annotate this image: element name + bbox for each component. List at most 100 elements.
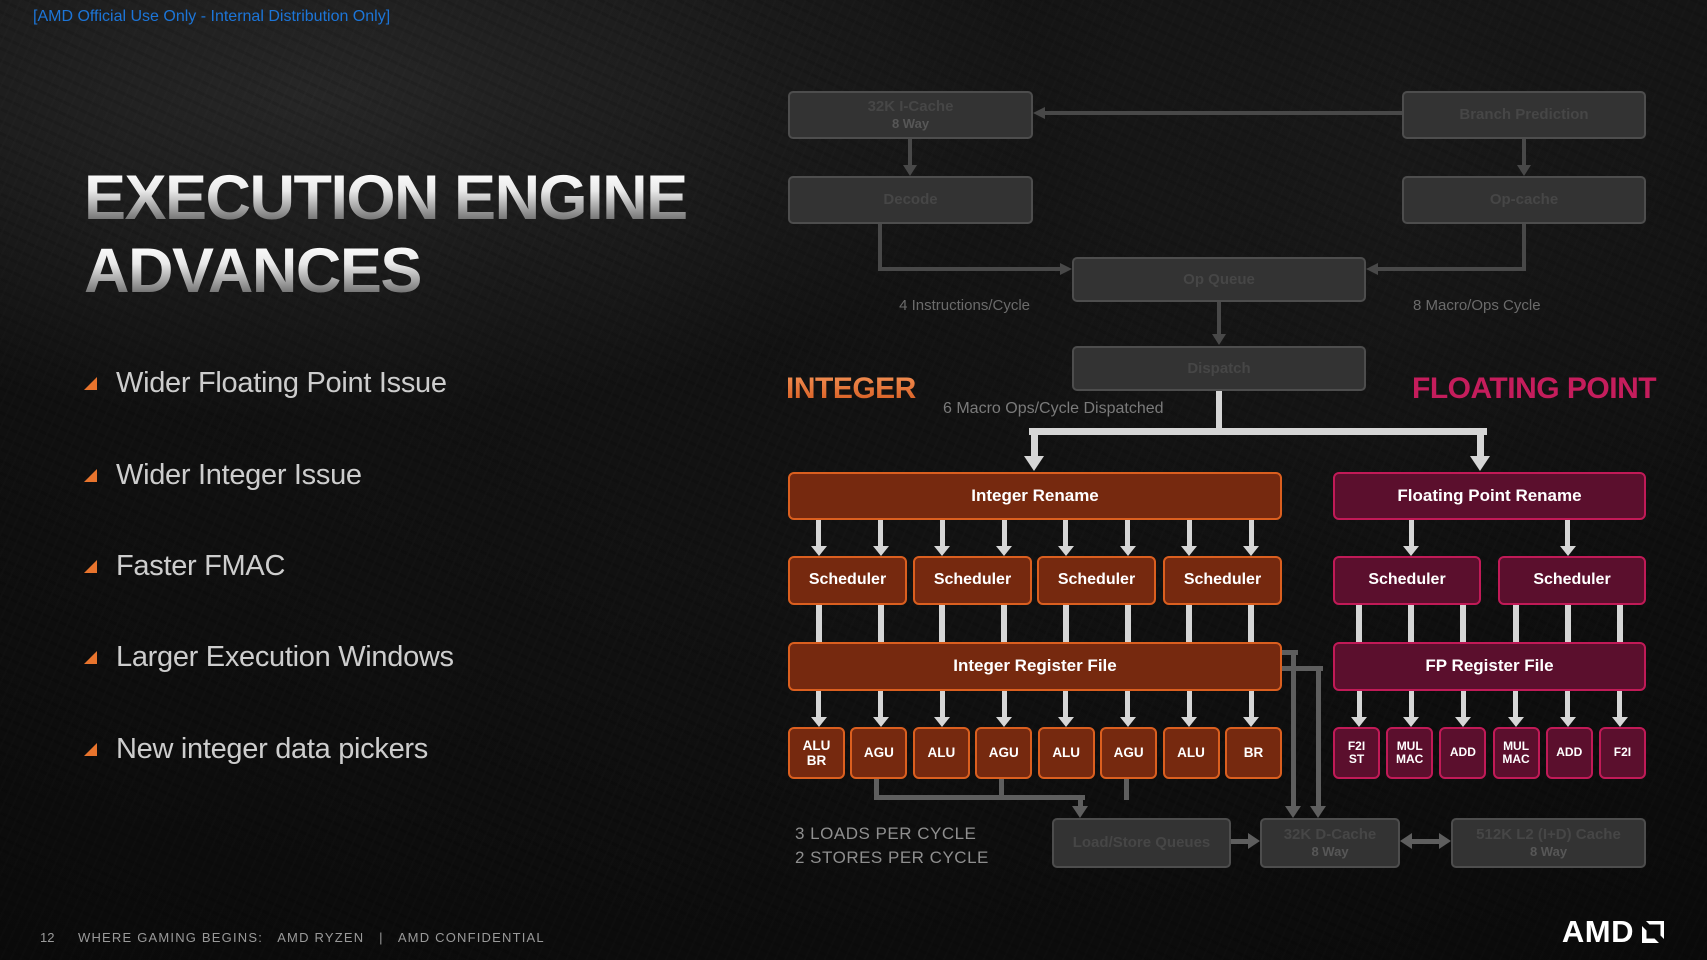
down-arrow [1610, 691, 1630, 727]
box-icache-subtitle: 8 Way [891, 116, 930, 132]
bullet-item: Faster FMAC [84, 549, 285, 583]
box-dcache: 32K D-Cache 8 Way [1260, 818, 1400, 868]
arrowhead-branchpred-to-opcache [1517, 165, 1531, 176]
down-bar [815, 605, 822, 642]
fp-exec-units-row: F2I ST MUL MAC ADD MUL MAC ADD F2I [1333, 727, 1646, 779]
box-op-queue-title: Op Queue [1183, 270, 1255, 288]
page-title-line2: ADVANCES [84, 236, 422, 306]
page-title-line1: EXECUTION ENGINE [84, 163, 688, 233]
down-arrow [1179, 691, 1199, 727]
unit-label: BR [806, 753, 827, 768]
box-opcache-title: Op-cache [1489, 191, 1559, 209]
bullet-triangle-icon [84, 743, 97, 756]
box-decode: Decode [788, 176, 1033, 224]
footer-tagline: WHERE GAMING BEGINS: AMD RYZEN | AMD CON… [78, 930, 555, 945]
arrowhead-to-fp-rename [1470, 456, 1490, 471]
box-load-store-queues: Load/Store Queues [1052, 818, 1231, 868]
unit-label: MUL [1396, 738, 1423, 753]
lsq-title: Load/Store Queues [1072, 834, 1211, 852]
bars-fp-schedulers-to-regfile [1333, 605, 1646, 642]
arrows-fp-rename-to-schedulers [1333, 520, 1646, 556]
arrowhead-l2-to-dcache [1400, 833, 1412, 849]
line-icache-to-decode [908, 139, 912, 165]
arrowhead-to-int-rename [1024, 456, 1044, 471]
unit-label: ST [1348, 752, 1365, 766]
unit-label: AGU [988, 745, 1019, 761]
dcache-title: 32K D-Cache [1283, 826, 1377, 844]
page-number: 12 [40, 930, 55, 945]
down-bar [1062, 605, 1069, 642]
down-arrow [1349, 691, 1369, 727]
scheduler-label: Scheduler [808, 571, 887, 589]
down-bar [1564, 605, 1571, 642]
arrows-int-regfile-to-units [788, 691, 1282, 727]
box-fp-rename: Floating Point Rename [1333, 472, 1646, 520]
unit-label: AGU [863, 745, 894, 761]
down-arrow [809, 691, 829, 727]
arrowhead-branchpred-to-icache [1033, 107, 1045, 119]
box-branch-prediction: Branch Prediction [1402, 91, 1646, 139]
box-fp-scheduler-2: Scheduler [1498, 556, 1646, 605]
section-label-floating-point: FLOATING POINT [1412, 372, 1657, 405]
dcache-subtitle: 8 Way [1311, 844, 1349, 860]
amd-logo-text: AMD [1561, 914, 1634, 949]
down-bar [1408, 605, 1415, 642]
amd-arrow-icon [1642, 921, 1664, 943]
unit-add: ADD [1545, 727, 1593, 779]
line-opcache-to-opqueue [1378, 267, 1526, 271]
unit-label: BR [1243, 745, 1264, 761]
footer-tagline-prefix: WHERE GAMING BEGINS: [78, 930, 264, 945]
unit-label: ALU [927, 745, 956, 761]
down-bar [1186, 605, 1193, 642]
down-bar [1356, 605, 1363, 642]
scheduler-label: Scheduler [1057, 571, 1136, 589]
unit-label: F2I [1613, 745, 1632, 760]
line-opcache-down [1522, 224, 1526, 271]
box-decode-title: Decode [883, 191, 938, 209]
box-opcache: Op-cache [1402, 176, 1646, 224]
arrowhead-opcache-to-opqueue [1366, 263, 1378, 275]
unit-label: MUL [1503, 738, 1530, 753]
down-arrow [1506, 691, 1526, 727]
down-arrow [1401, 520, 1421, 556]
line-agu2-down [999, 779, 1004, 800]
arrowhead-dcache-to-l2 [1439, 833, 1451, 849]
unit-agu: AGU [850, 727, 908, 779]
section-label-integer: INTEGER [786, 372, 916, 405]
unit-alu: ALU [1162, 727, 1220, 779]
down-arrow [1558, 520, 1578, 556]
line-decode-to-opqueue [878, 267, 1060, 271]
arrowhead-decode-to-opqueue [1060, 263, 1072, 275]
scheduler-label: Scheduler [1533, 571, 1611, 589]
down-arrow [809, 520, 829, 556]
down-arrow [994, 520, 1014, 556]
arrowhead-to-dcache-1 [1285, 806, 1301, 818]
unit-label: F2I [1347, 738, 1366, 753]
bullet-triangle-icon [84, 651, 97, 664]
down-arrow [1558, 691, 1578, 727]
box-icache-title: 32K I-Cache [867, 98, 954, 116]
bullet-triangle-icon [84, 377, 97, 390]
down-bar [1124, 605, 1131, 642]
unit-mul-mac: MUL MAC [1386, 727, 1434, 779]
down-arrow [1056, 520, 1076, 556]
bullet-item: Larger Execution Windows [84, 640, 454, 674]
line-lsq-to-dcache [1231, 839, 1250, 844]
l2-title: 512K L2 (I+D) Cache [1476, 826, 1621, 844]
down-arrow [1241, 520, 1261, 556]
integer-rename-title: Integer Rename [971, 485, 1099, 505]
unit-mul-mac: MUL MAC [1492, 727, 1540, 779]
down-bar [1512, 605, 1519, 642]
amd-logo: AMD [1562, 914, 1665, 950]
label-dispatched: 6 Macro Ops/Cycle Dispatched [943, 400, 1164, 417]
scheduler-label: Scheduler [1183, 571, 1262, 589]
arrowhead-lsq-to-dcache [1248, 833, 1260, 849]
line-split-to-fp-rename [1477, 435, 1484, 456]
box-branch-prediction-title: Branch Prediction [1459, 106, 1589, 124]
fp-rename-title: Floating Point Rename [1397, 485, 1582, 505]
scheduler-label: Scheduler [1368, 571, 1446, 589]
down-arrow [1118, 691, 1138, 727]
line-branchpred-to-opcache [1522, 139, 1526, 165]
down-bar [1616, 605, 1623, 642]
box-fp-scheduler-1: Scheduler [1333, 556, 1481, 605]
